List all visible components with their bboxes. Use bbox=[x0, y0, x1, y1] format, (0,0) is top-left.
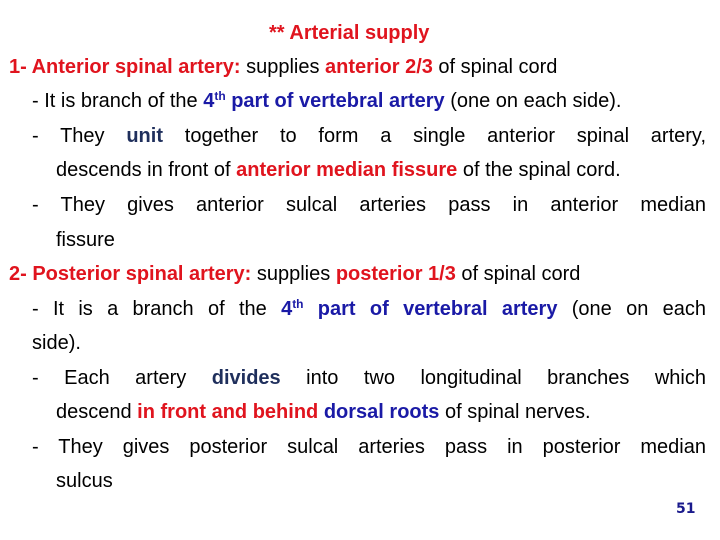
section1-bullet2-line1: - They unit together to form a single an… bbox=[32, 124, 706, 148]
section1-bullet2-line2: descends in front of anterior median fis… bbox=[56, 158, 621, 182]
text: (one on each side). bbox=[444, 90, 622, 112]
section2-heading: 2- Posterior spinal artery: supplies pos… bbox=[9, 262, 580, 286]
section1-heading-label: 1- Anterior spinal artery: bbox=[9, 56, 241, 78]
section2-bullet2-line1: - Each artery divides into two longitudi… bbox=[32, 366, 706, 390]
emphasis: unit bbox=[126, 125, 163, 147]
emphasis: divides bbox=[211, 367, 281, 389]
section2-bullet1-line1: - It is a branch of the 4th part of vert… bbox=[32, 297, 706, 321]
text: - It is branch of the bbox=[32, 90, 204, 112]
text: supplies bbox=[240, 56, 326, 78]
page-number: 51 bbox=[676, 501, 696, 517]
text: into two longitudinal branches which bbox=[280, 367, 706, 389]
text: of spinal nerves. bbox=[439, 401, 591, 423]
section1-heading: 1- Anterior spinal artery: supplies ante… bbox=[9, 55, 557, 79]
text: descend bbox=[56, 401, 138, 423]
emphasis: dorsal roots bbox=[323, 401, 440, 423]
text: (one on each bbox=[557, 298, 706, 320]
emphasis: 4th part of vertebral artery bbox=[281, 297, 558, 320]
text: - It is a branch of the bbox=[32, 298, 282, 320]
section1-bullet3-line1: - They gives anterior sulcal arteries pa… bbox=[32, 194, 706, 216]
emphasis: in front and behind bbox=[137, 401, 319, 423]
text: - They bbox=[32, 125, 127, 147]
section1-bullet1: - It is branch of the 4th part of verteb… bbox=[32, 89, 621, 113]
text: supplies bbox=[251, 263, 336, 285]
section2-bullet3-line2: sulcus bbox=[56, 470, 113, 492]
text: of the spinal cord. bbox=[457, 159, 621, 181]
text: together to form a single anterior spina… bbox=[163, 125, 707, 147]
section2-bullet2-line2: descend in front and behind dorsal roots… bbox=[56, 400, 591, 424]
text: descends in front of bbox=[56, 159, 237, 181]
emphasis: anterior median fissure bbox=[236, 159, 458, 181]
slide-title: ** Arterial supply bbox=[269, 22, 430, 44]
emphasis: anterior 2/3 bbox=[325, 56, 433, 78]
section2-bullet3-line1: - They gives posterior sulcal arteries p… bbox=[32, 436, 706, 458]
text: of spinal cord bbox=[432, 56, 558, 78]
emphasis: 4th part of vertebral artery bbox=[203, 89, 445, 112]
section2-bullet1-line2: side). bbox=[32, 332, 81, 354]
section1-bullet3-line2: fissure bbox=[56, 229, 115, 251]
text: - Each artery bbox=[32, 367, 212, 389]
section2-heading-label: 2- Posterior spinal artery: bbox=[9, 263, 252, 285]
emphasis: posterior 1/3 bbox=[335, 263, 456, 285]
text: of spinal cord bbox=[455, 263, 581, 285]
